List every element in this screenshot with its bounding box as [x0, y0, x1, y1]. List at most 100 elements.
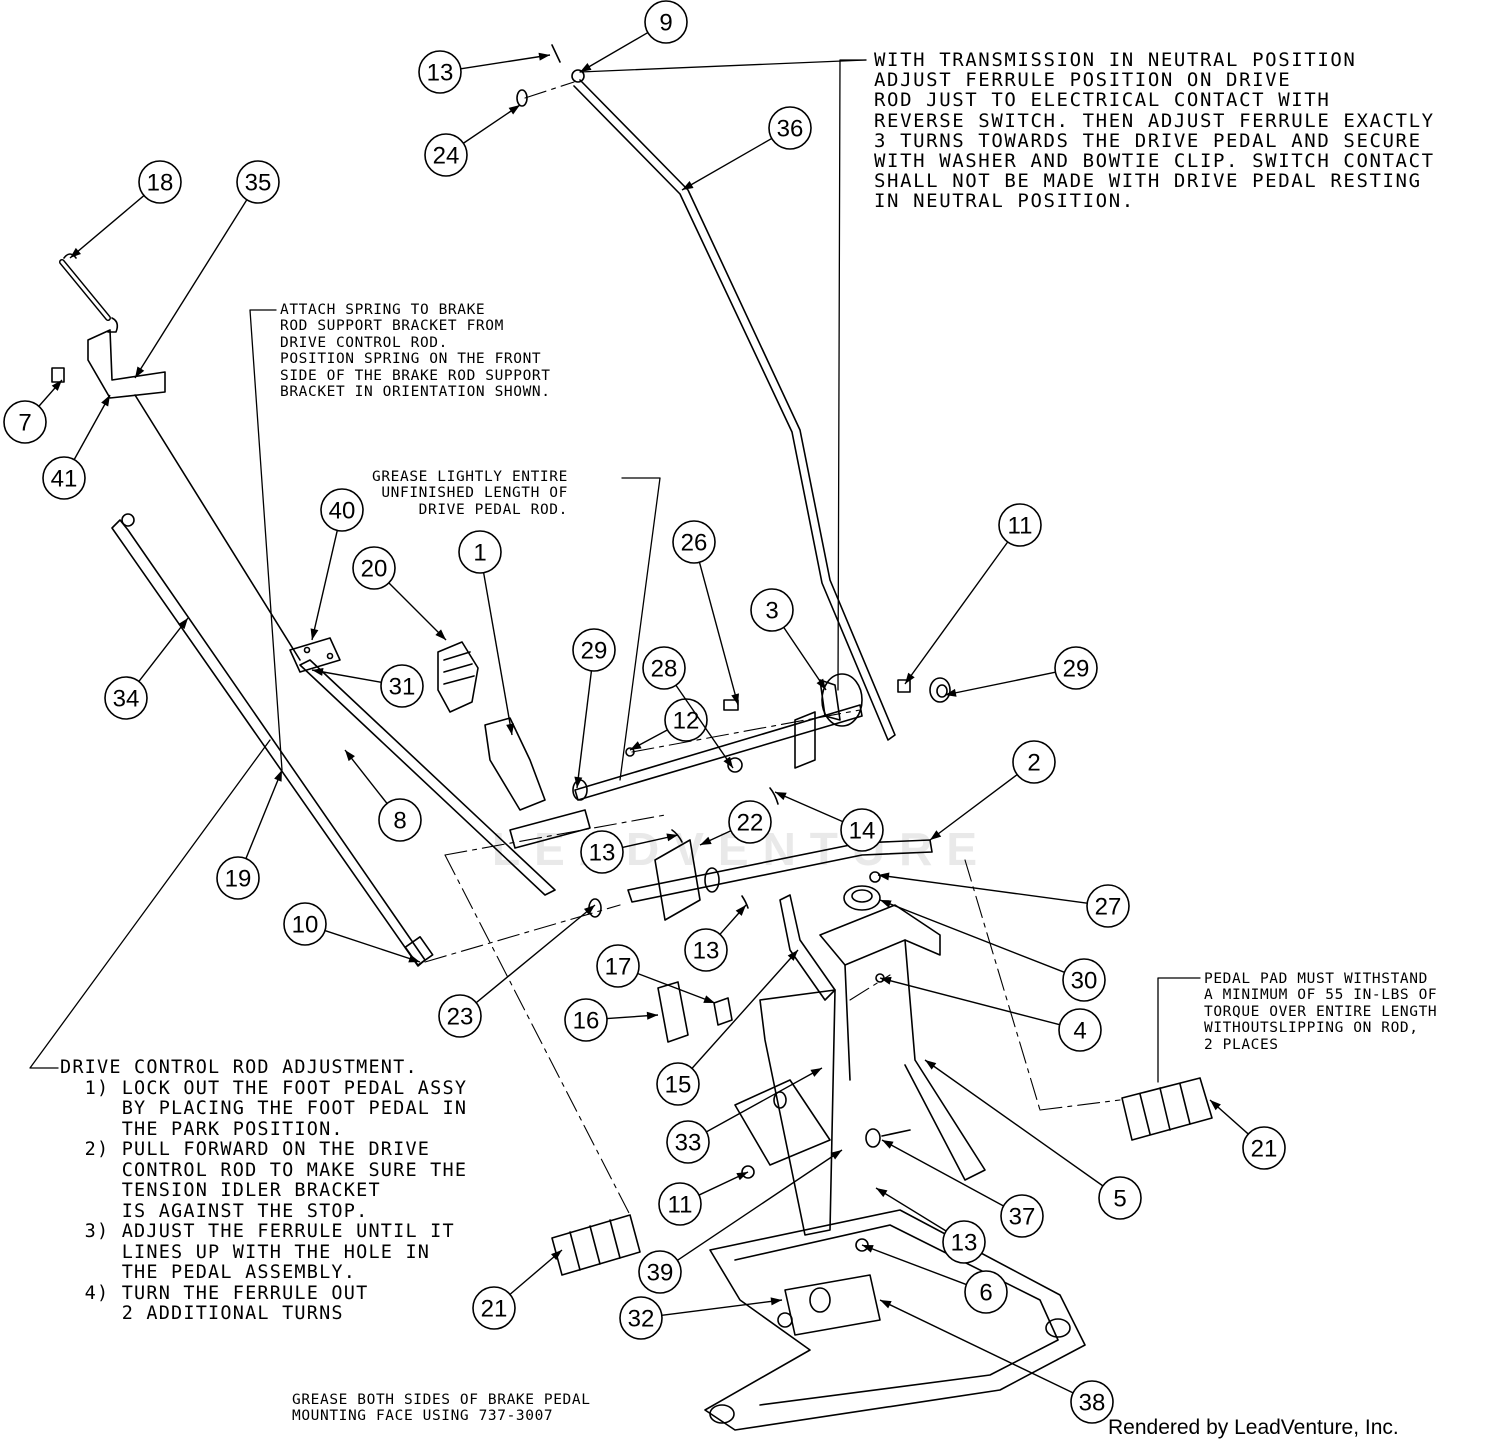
callout-number: 4	[1073, 1018, 1086, 1045]
callout-leader	[675, 684, 734, 769]
callout-circle	[1062, 958, 1106, 1002]
callout-37: 37	[881, 1139, 1044, 1238]
callout-circle	[1086, 884, 1130, 928]
callout-circle	[283, 902, 327, 946]
callout-leader	[706, 1067, 823, 1133]
callout-circle	[644, 0, 688, 44]
note-transmission: WITH TRANSMISSION IN NEUTRAL POSITION AD…	[874, 49, 1435, 213]
callout-22: 22	[699, 800, 772, 846]
callout-number: 37	[1009, 1204, 1036, 1231]
callout-circle	[1070, 1380, 1114, 1424]
callout-leader	[661, 1299, 783, 1317]
callout-number: 33	[675, 1130, 702, 1157]
callout-number: 22	[737, 810, 764, 837]
callout-number: 15	[665, 1072, 692, 1099]
callout-leader	[861, 1244, 967, 1286]
callout-circle	[236, 160, 280, 204]
callout-circle	[672, 520, 716, 564]
callout-leader	[904, 541, 1009, 685]
callout-28: 28	[642, 646, 734, 769]
callout-18: 18	[69, 160, 182, 259]
callout-circle	[728, 800, 772, 844]
callout-number: 18	[147, 170, 174, 197]
callout-circle	[964, 1270, 1008, 1314]
pedal-shaft-assembly	[484, 673, 951, 849]
callout-number: 14	[849, 818, 876, 845]
callout-circle	[596, 944, 640, 988]
callout-arrowhead	[880, 900, 892, 908]
callout-circle	[564, 998, 608, 1042]
callout-arrowhead	[945, 688, 957, 697]
callout-circle	[1054, 646, 1098, 690]
callout-circle	[840, 808, 884, 852]
callout-circle	[1058, 1008, 1102, 1052]
callout-24: 24	[424, 104, 521, 177]
callout-arrowhead	[882, 1140, 894, 1149]
callout-number: 3	[765, 598, 778, 625]
callout-circle	[424, 133, 468, 177]
callout-circle	[684, 928, 728, 972]
callout-circle	[320, 488, 364, 532]
callout-41: 41	[42, 394, 111, 500]
callout-leader	[637, 972, 716, 1004]
callout-circle	[998, 503, 1042, 547]
callout-17: 17	[596, 944, 716, 1004]
callout-number: 7	[18, 410, 31, 437]
note-leaders	[29, 59, 1201, 1083]
callout-leader	[774, 791, 844, 823]
callout-leader	[875, 1187, 947, 1232]
callout-number: 6	[979, 1280, 992, 1307]
callout-arrowhead	[878, 872, 890, 881]
callout-2: 2	[929, 740, 1056, 841]
callout-39: 39	[638, 1149, 843, 1294]
callout-circle	[619, 1296, 663, 1340]
callout-leader	[924, 1059, 1104, 1187]
callout-circle	[3, 400, 47, 444]
callout-number: 13	[427, 60, 454, 87]
callout-leader	[691, 949, 799, 1069]
callout-leader	[69, 195, 145, 259]
pedal-frame	[734, 871, 986, 1236]
callout-circle	[658, 1182, 702, 1226]
callout-arrowhead	[310, 628, 319, 640]
callout-arrowhead	[723, 756, 733, 768]
callout-arrowhead	[731, 693, 739, 705]
alignment-lines	[424, 81, 1121, 1216]
note-grease-rod: GREASE LIGHTLY ENTIRE UNFINISHED LENGTH …	[372, 469, 568, 518]
credit-text: Rendered by LeadVenture, Inc.	[1108, 1416, 1399, 1439]
callout-20: 20	[352, 546, 447, 641]
callout-leader	[138, 617, 189, 682]
callout-arrowhead	[408, 954, 420, 963]
callout-arrowhead	[580, 63, 592, 72]
callout-number: 29	[581, 638, 608, 665]
callout-arrowhead	[775, 792, 787, 801]
callout-7: 7	[3, 379, 63, 444]
callout-number: 17	[605, 954, 632, 981]
callout-23: 23	[438, 904, 596, 1038]
callout-arrowhead	[551, 1250, 562, 1261]
callout-arrowhead	[506, 723, 515, 735]
callout-arrowhead	[435, 629, 446, 640]
callout-arrowhead	[508, 105, 520, 115]
callout-circle	[580, 830, 624, 874]
callout-31: 31	[311, 664, 424, 708]
callout-arrowhead	[862, 1245, 874, 1253]
callout-circle	[42, 456, 86, 500]
callout-10: 10	[283, 902, 421, 963]
callout-circle	[768, 106, 812, 150]
callout-arrowhead	[70, 247, 81, 258]
callout-leader	[879, 899, 1065, 973]
drive-rod	[516, 44, 896, 741]
callout-13: 13	[580, 830, 679, 874]
callout-circle	[418, 50, 462, 94]
callout-circle	[642, 646, 686, 690]
callout-circle	[1098, 1176, 1142, 1220]
callout-number: 13	[693, 938, 720, 965]
callout-arrowhead	[682, 181, 694, 190]
callout-circle	[666, 1120, 710, 1164]
callout-number: 30	[1071, 968, 1098, 995]
pedal-pad-right	[1121, 1077, 1213, 1141]
callout-circle	[1012, 740, 1056, 784]
callout-number: 1	[473, 540, 486, 567]
callout-leader	[944, 671, 1056, 696]
